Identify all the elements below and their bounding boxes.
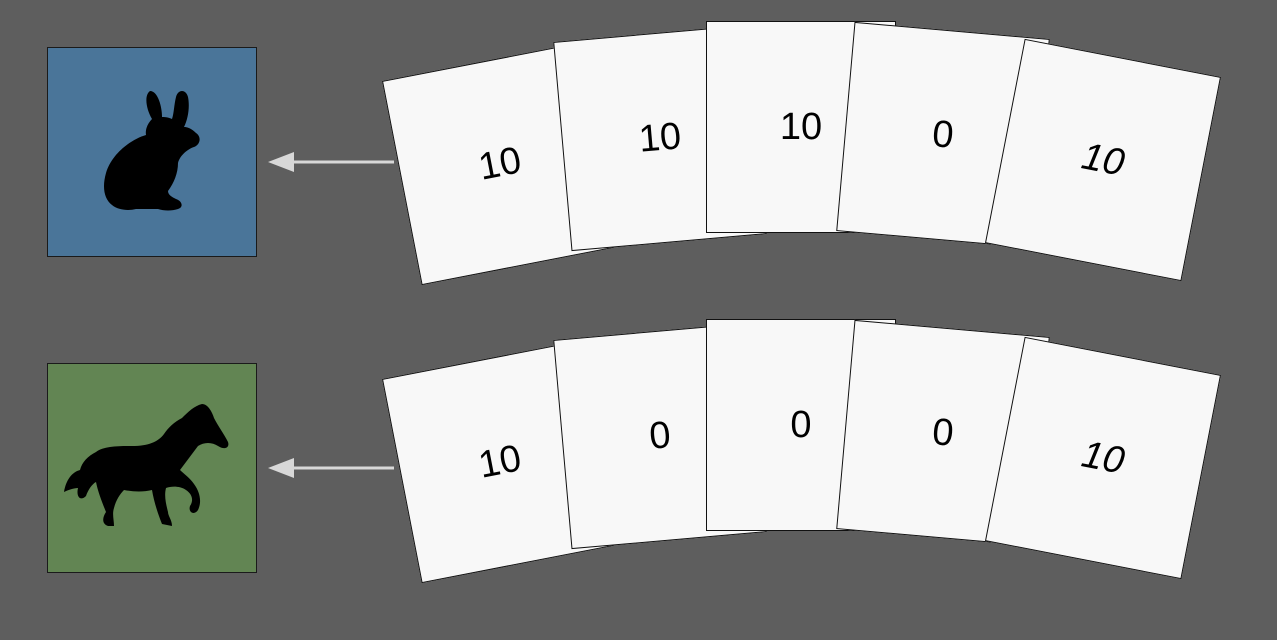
card-value: 10 <box>475 138 525 189</box>
card-value: 10 <box>779 105 823 148</box>
rabbit-icon <box>104 91 200 211</box>
card-value: 10 <box>1078 432 1128 483</box>
card-value: 0 <box>647 413 673 458</box>
card[interactable]: 10 <box>984 38 1222 282</box>
card-value: 10 <box>475 436 525 487</box>
card-value: 10 <box>637 114 683 161</box>
horse-tile[interactable] <box>47 363 257 573</box>
card-value: 0 <box>790 403 812 446</box>
card[interactable]: 10 <box>984 336 1222 580</box>
rabbit-tile[interactable] <box>47 47 257 257</box>
arrow-left-icon <box>268 458 394 478</box>
arrow-left-icon <box>268 152 394 172</box>
card-value: 0 <box>930 112 956 157</box>
horse-icon <box>64 404 229 526</box>
card-value: 10 <box>1078 134 1128 185</box>
card-value: 0 <box>930 410 956 455</box>
